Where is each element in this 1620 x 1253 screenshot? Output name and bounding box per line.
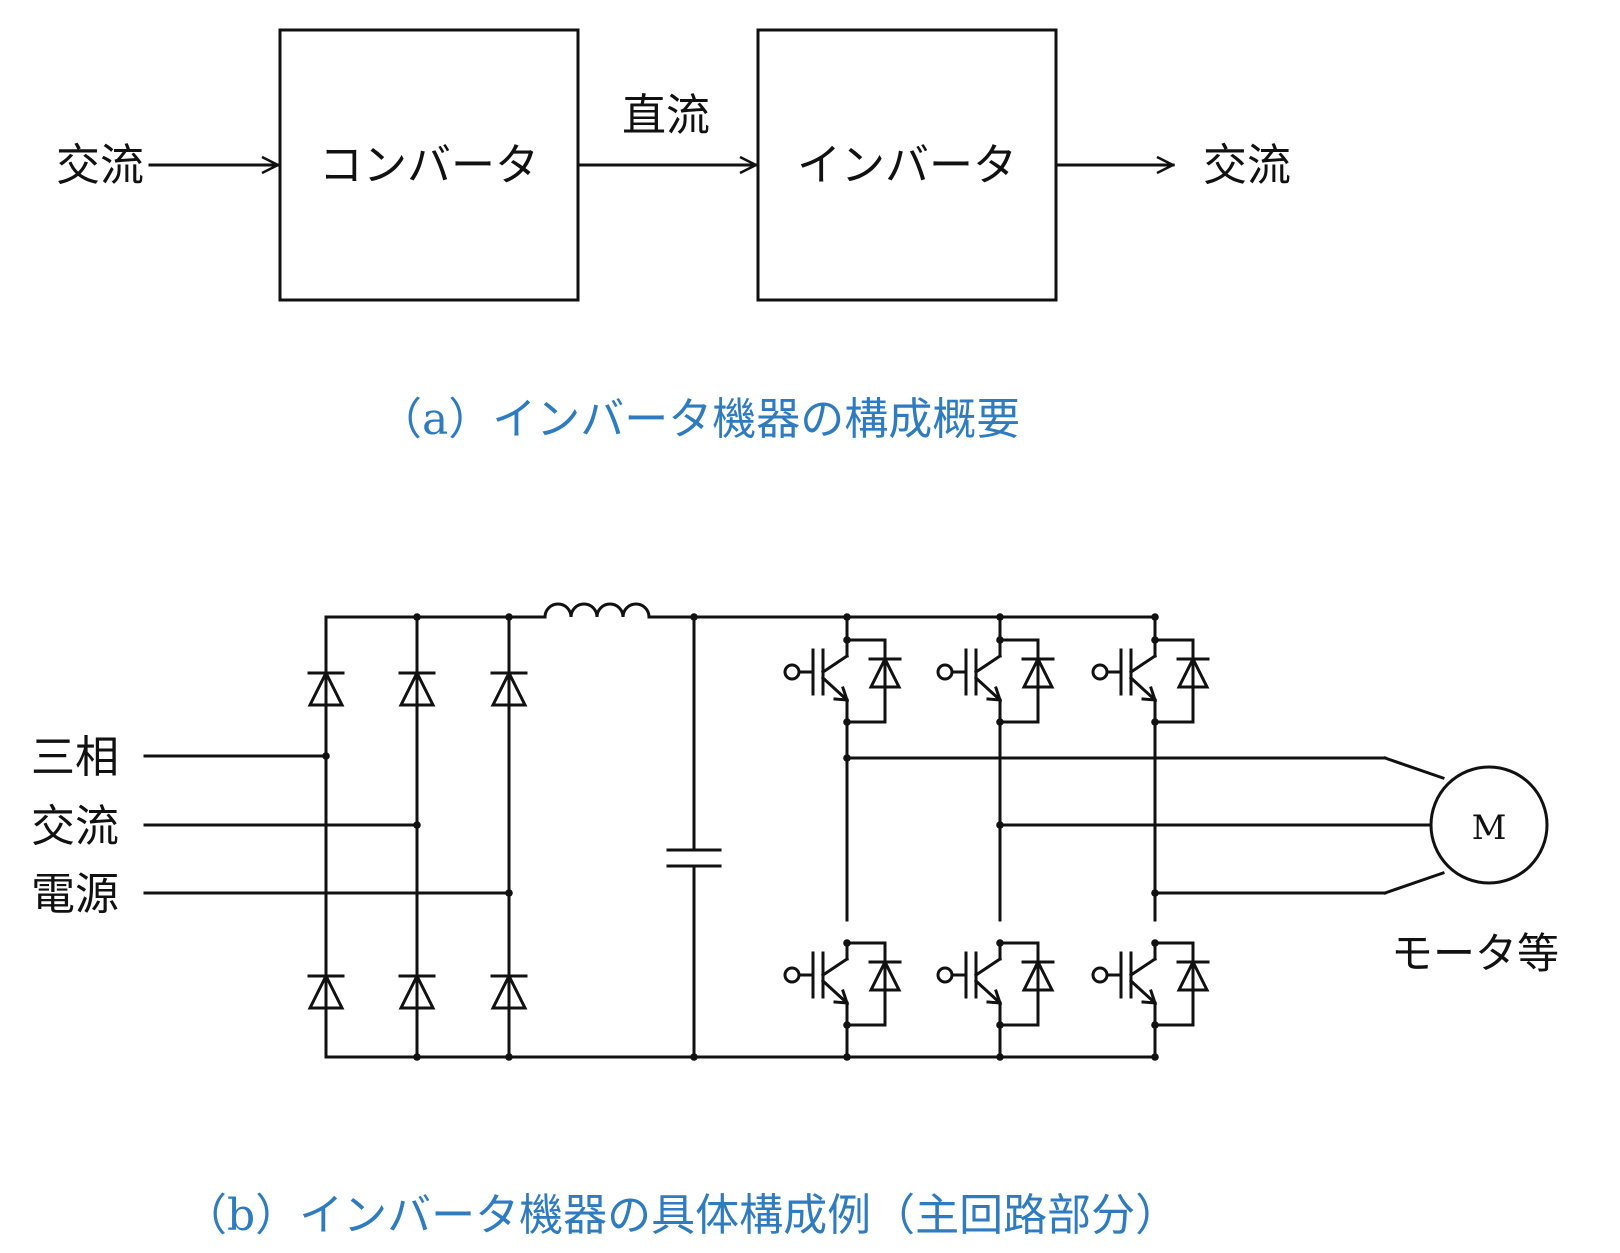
igbt-switch xyxy=(1091,638,1210,724)
inverter-leg-1 xyxy=(783,615,902,1059)
junction-dot xyxy=(1151,1053,1159,1061)
igbt-switch xyxy=(783,638,902,724)
motor-symbol: M xyxy=(1472,808,1507,848)
igbt-switch xyxy=(936,941,1055,1027)
caption-a: （a）インバータ機器の構成概要 xyxy=(378,394,1020,445)
inverter-legs xyxy=(783,615,1210,1059)
rectifier-diode xyxy=(307,669,345,707)
junction-dot xyxy=(996,1053,1004,1061)
dc-link-capacitor xyxy=(666,615,722,1059)
junction-dot xyxy=(690,1053,698,1061)
junction-dot xyxy=(505,1053,513,1061)
junction-dot xyxy=(843,636,851,644)
junction-dots xyxy=(322,613,1159,1061)
junction-dot xyxy=(322,752,330,760)
dc-label: 直流 xyxy=(622,90,710,141)
rectifier-leg-2 xyxy=(398,615,436,1059)
junction-dot xyxy=(843,1053,851,1061)
rectifier-leg-1 xyxy=(307,615,345,1059)
junction-dot xyxy=(1151,889,1159,897)
rectifier-diode xyxy=(490,669,528,707)
block-diagram: 交流 コンバータ 直流 インバータ 交流 xyxy=(56,28,1291,302)
freewheel-diode xyxy=(845,941,902,1027)
rectifier-diode xyxy=(307,972,345,1010)
junction-dot xyxy=(1151,1021,1159,1029)
junction-dot xyxy=(996,613,1004,621)
ac-output-label: 交流 xyxy=(1203,140,1291,191)
rectifier-diode xyxy=(398,669,436,707)
main-circuit: 三相 交流 電源 M モータ等 xyxy=(31,602,1559,1061)
junction-dot xyxy=(413,613,421,621)
junction-dot xyxy=(996,1021,1004,1029)
junction-dot xyxy=(996,939,1004,947)
igbt-switch xyxy=(1091,941,1210,1027)
junction-dot xyxy=(996,636,1004,644)
source-label-line2: 交流 xyxy=(31,801,119,852)
junction-dot xyxy=(843,613,851,621)
rectifier-leg-3 xyxy=(490,615,528,1059)
rectifier-diode xyxy=(398,972,436,1010)
junction-dot xyxy=(843,718,851,726)
freewheel-diode xyxy=(845,638,902,724)
igbt-switch xyxy=(936,638,1055,724)
junction-dot xyxy=(413,821,421,829)
junction-dot xyxy=(1151,718,1159,726)
junction-dot xyxy=(505,889,513,897)
junction-dot xyxy=(996,718,1004,726)
igbt-switch xyxy=(783,941,902,1027)
freewheel-diode xyxy=(998,638,1055,724)
source-label-line3: 電源 xyxy=(31,869,119,920)
motor-label: モータ等 xyxy=(1391,929,1559,978)
ac-input-label: 交流 xyxy=(56,140,144,191)
junction-dot xyxy=(996,821,1004,829)
junction-dot xyxy=(843,754,851,762)
source-label-line1: 三相 xyxy=(31,732,119,783)
freewheel-diode xyxy=(1153,638,1210,724)
junction-dot xyxy=(843,939,851,947)
junction-dot xyxy=(690,613,698,621)
inverter-leg-2 xyxy=(936,615,1055,1059)
junction-dot xyxy=(1151,613,1159,621)
dc-link-inductor xyxy=(543,602,651,619)
junction-dot xyxy=(1151,939,1159,947)
junction-dot xyxy=(505,613,513,621)
inverter-leg-3 xyxy=(1091,615,1210,1059)
motor-circle xyxy=(1429,765,1549,885)
rectifier-diode xyxy=(490,972,528,1010)
junction-dot xyxy=(1151,636,1159,644)
junction-dot xyxy=(843,1021,851,1029)
converter-label: コンバータ xyxy=(319,140,539,191)
junction-dot xyxy=(413,1053,421,1061)
caption-b: （b）インバータ機器の具体構成例（主回路部分） xyxy=(183,1190,1179,1241)
freewheel-diode xyxy=(1153,941,1210,1027)
freewheel-diode xyxy=(998,941,1055,1027)
inverter-label: インバータ xyxy=(797,140,1017,191)
